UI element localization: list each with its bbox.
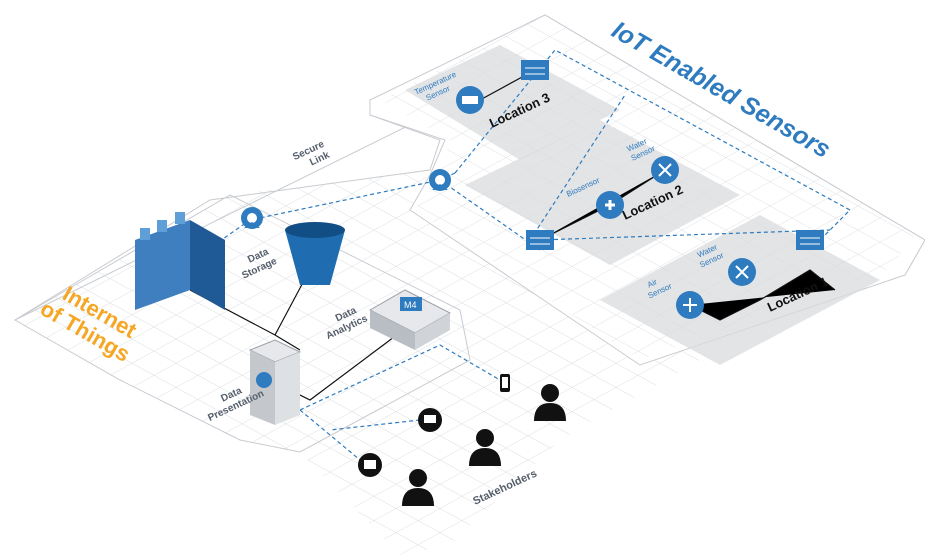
stakeholder-links <box>299 344 501 461</box>
stakeholder-person-icon <box>402 469 434 506</box>
location-1-gateway-icon <box>796 230 824 250</box>
secure-badge-icon <box>241 207 263 229</box>
biosensor-icon <box>596 191 624 219</box>
data-presentation-icon <box>248 339 302 425</box>
location-3-gateway-icon <box>521 60 549 80</box>
tablet-icon <box>358 453 382 477</box>
data-analytics-icon: M4 <box>368 289 452 350</box>
iot-gateway-icon <box>135 212 225 310</box>
laptop-icon <box>418 408 442 432</box>
water-sensor-icon-location-2 <box>651 156 679 184</box>
secure-badge-icon-2 <box>429 169 451 191</box>
stakeholder-person-icon-3 <box>534 384 566 421</box>
temperature-sensor-icon <box>456 86 484 114</box>
water-sensor-icon-location-1 <box>728 258 756 286</box>
grid-field-lower <box>230 170 700 555</box>
air-sensor-label-line1: Air <box>646 277 659 289</box>
phone-icon <box>500 374 510 392</box>
location-1-wiring <box>689 269 836 321</box>
location-2-gateway-icon <box>526 230 554 250</box>
location-1-band <box>600 215 880 365</box>
location-2-band <box>465 120 740 265</box>
location-3-band <box>405 45 620 160</box>
data-storage-icon <box>285 222 345 285</box>
secure-link-path-2 <box>439 94 831 251</box>
stakeholder-person-icon-2 <box>469 429 501 466</box>
m4-badge: M4 <box>404 300 417 310</box>
air-sensor-icon <box>676 291 704 319</box>
